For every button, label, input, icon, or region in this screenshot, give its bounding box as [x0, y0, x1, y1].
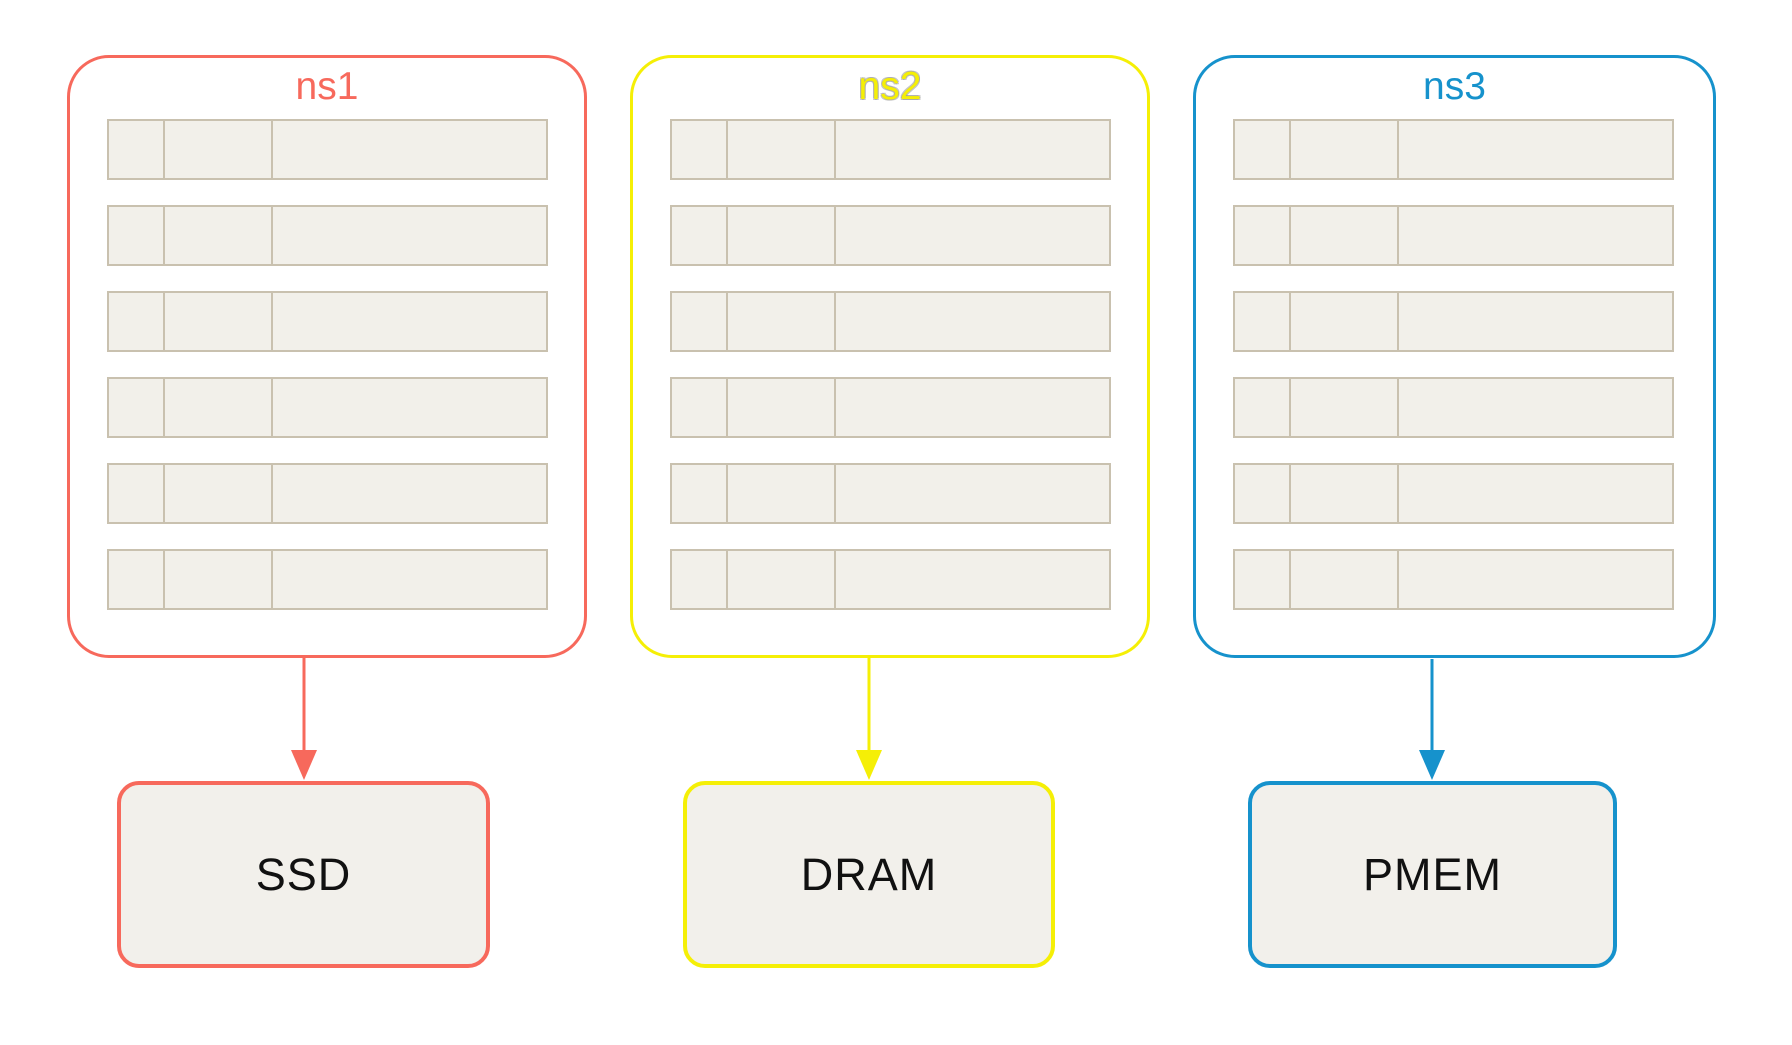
memory-cell	[670, 291, 729, 352]
arrow-ns2-to-dram	[856, 658, 882, 780]
memory-cell	[1291, 291, 1400, 352]
memory-rows-ns1	[107, 119, 548, 635]
memory-cell	[165, 549, 274, 610]
memory-cell	[273, 463, 548, 524]
memory-row	[107, 549, 548, 610]
memory-cell	[273, 291, 548, 352]
storage-label-ssd: SSD	[255, 848, 352, 900]
memory-cell	[670, 205, 729, 266]
memory-row	[670, 119, 1111, 180]
memory-cell	[1233, 463, 1292, 524]
memory-cell	[728, 377, 837, 438]
memory-cell	[165, 291, 274, 352]
storage-box-ssd: SSD	[117, 781, 490, 968]
storage-box-pmem: PMEM	[1248, 781, 1617, 968]
memory-row	[107, 377, 548, 438]
memory-cell	[728, 119, 837, 180]
memory-cell	[670, 377, 729, 438]
memory-cell	[670, 549, 729, 610]
memory-cell	[107, 291, 166, 352]
memory-cell	[165, 119, 274, 180]
memory-cell	[1233, 549, 1292, 610]
memory-row	[107, 205, 548, 266]
namespace-title-ns2: ns2	[858, 65, 922, 108]
memory-cell	[107, 549, 166, 610]
memory-cell	[1399, 205, 1674, 266]
memory-cell	[1399, 119, 1674, 180]
memory-cell	[1399, 463, 1674, 524]
memory-cell	[107, 463, 166, 524]
namespace-box-ns2: ns2	[630, 55, 1150, 658]
memory-cell	[670, 119, 729, 180]
memory-cell	[1291, 549, 1400, 610]
memory-cell	[107, 119, 166, 180]
memory-row	[1233, 119, 1674, 180]
memory-row	[670, 377, 1111, 438]
memory-cell	[165, 205, 274, 266]
memory-cell	[728, 549, 837, 610]
memory-cell	[1233, 291, 1292, 352]
storage-label-dram: DRAM	[800, 848, 938, 900]
storage-box-dram: DRAM	[683, 781, 1055, 968]
memory-cell	[107, 377, 166, 438]
memory-cell	[836, 377, 1111, 438]
memory-cell	[1399, 549, 1674, 610]
namespace-title-ns1: ns1	[295, 65, 359, 108]
memory-row	[670, 205, 1111, 266]
namespace-box-ns1: ns1	[67, 55, 587, 658]
memory-cell	[1291, 377, 1400, 438]
memory-cell	[836, 291, 1111, 352]
memory-cell	[836, 205, 1111, 266]
memory-row	[1233, 377, 1674, 438]
memory-cell	[165, 377, 274, 438]
memory-row	[107, 119, 548, 180]
memory-cell	[1291, 119, 1400, 180]
memory-row	[670, 549, 1111, 610]
memory-cell	[107, 205, 166, 266]
arrow-ns3-to-pmem	[1419, 659, 1445, 780]
namespace-box-ns3: ns3	[1193, 55, 1716, 658]
memory-cell	[836, 463, 1111, 524]
memory-cell	[728, 205, 837, 266]
memory-rows-ns2	[670, 119, 1111, 635]
memory-cell	[273, 377, 548, 438]
memory-cell	[1399, 291, 1674, 352]
memory-cell	[728, 291, 837, 352]
memory-cell	[1399, 377, 1674, 438]
namespace-title-ns3: ns3	[1423, 65, 1486, 108]
memory-cell	[836, 119, 1111, 180]
memory-row	[107, 291, 548, 352]
memory-cell	[273, 119, 548, 180]
memory-cell	[1233, 377, 1292, 438]
memory-row	[1233, 291, 1674, 352]
memory-cell	[1291, 205, 1400, 266]
memory-row	[1233, 463, 1674, 524]
memory-row	[1233, 205, 1674, 266]
memory-cell	[1233, 205, 1292, 266]
arrow-ns1-to-ssd	[291, 658, 317, 780]
memory-row	[670, 463, 1111, 524]
memory-row	[1233, 549, 1674, 610]
memory-row	[107, 463, 548, 524]
memory-cell	[670, 463, 729, 524]
memory-cell	[273, 549, 548, 610]
memory-cell	[836, 549, 1111, 610]
memory-rows-ns3	[1233, 119, 1674, 635]
memory-cell	[273, 205, 548, 266]
memory-row	[670, 291, 1111, 352]
memory-cell	[728, 463, 837, 524]
storage-label-pmem: PMEM	[1363, 848, 1502, 900]
memory-cell	[1233, 119, 1292, 180]
memory-cell	[165, 463, 274, 524]
memory-cell	[1291, 463, 1400, 524]
